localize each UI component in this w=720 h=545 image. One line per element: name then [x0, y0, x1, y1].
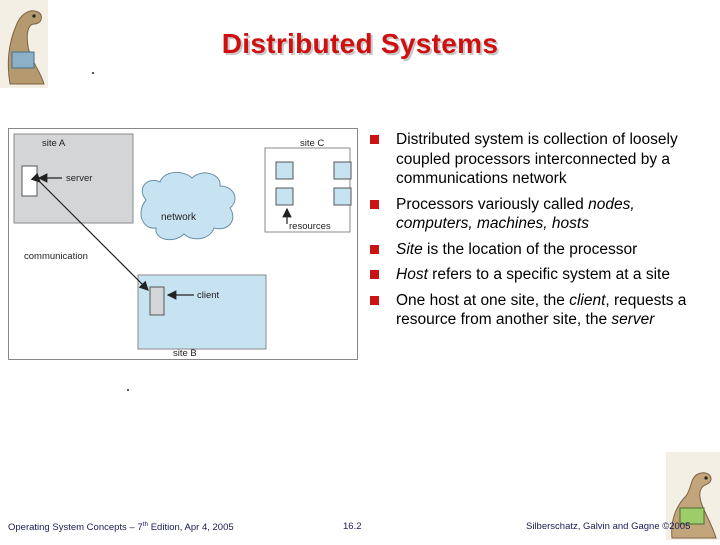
footer-left-suffix: Edition, Apr 4, 2005: [148, 522, 234, 534]
stray-dot: [127, 389, 129, 391]
client-machine: [149, 286, 165, 316]
footer-left: Operating System Concepts – 7th Edition,…: [8, 521, 234, 533]
bullet-item: One host at one site, the client, reques…: [370, 291, 715, 330]
bullet-item: Host refers to a specific system at a si…: [370, 265, 715, 285]
dinosaur-logo-top-left: [0, 0, 48, 88]
bullet-text: nodes, computers, machines, hosts: [396, 195, 635, 233]
site-b-label: site B: [173, 348, 197, 359]
network-cloud: [140, 172, 236, 241]
network-label: network: [161, 212, 197, 223]
bullet-text: Processors variously called: [396, 195, 589, 213]
bullet-item: Distributed system is collection of loos…: [370, 130, 715, 189]
footer-left-prefix: Operating System Concepts – 7: [8, 522, 143, 534]
server-machine: [21, 165, 38, 197]
bullet-text: One host at one site, the: [396, 291, 570, 309]
server-label: server: [66, 173, 92, 184]
bullet-square-icon: [370, 295, 379, 305]
bullet-item: Processors variously called nodes, compu…: [370, 195, 715, 234]
resource-machine: [333, 187, 352, 206]
bullet-text: Distributed system is collection of loos…: [396, 131, 678, 187]
resource-machine: [275, 161, 294, 180]
page-title-shadow: Distributed Systems: [223, 30, 501, 61]
footer-left-sup: th: [142, 521, 149, 528]
distributed-system-diagram: site A server site C resources network c…: [8, 128, 358, 360]
stray-dot: [92, 72, 94, 74]
page-title: Distributed Systems: [221, 28, 499, 59]
bullet-text: is the location of the processor: [422, 240, 638, 258]
site-a-label: site A: [42, 138, 66, 149]
footer-right: Silberschatz, Galvin and Gagne ©2005: [526, 521, 691, 532]
site-c-label: site C: [300, 138, 324, 149]
bullet-text: refers to a specific system at a site: [427, 266, 670, 283]
bullet-square-icon: [370, 199, 379, 209]
communication-arrow: [30, 172, 149, 291]
bullet-square-icon: [370, 135, 379, 144]
resource-machine: [333, 161, 352, 180]
communication-label: communication: [24, 251, 88, 262]
bullet-square-icon: [370, 244, 379, 254]
bullet-text: , requests a resource from another site,…: [396, 291, 687, 329]
bullet-square-icon: [370, 270, 379, 279]
bullet-text: Site: [396, 240, 423, 258]
dinosaur-logo-bottom-right: [666, 452, 720, 540]
resources-label: resources: [289, 221, 331, 232]
bullet-text: server: [611, 311, 655, 328]
footer-page-number: 16.2: [343, 521, 362, 532]
bullet-text: Host: [396, 266, 428, 283]
bullet-text: client: [569, 291, 606, 309]
bullet-list: Distributed system is collection of loos…: [370, 130, 715, 336]
bullet-item: Site is the location of the processor: [370, 240, 715, 260]
resource-machine: [275, 187, 294, 206]
client-label: client: [197, 290, 220, 301]
